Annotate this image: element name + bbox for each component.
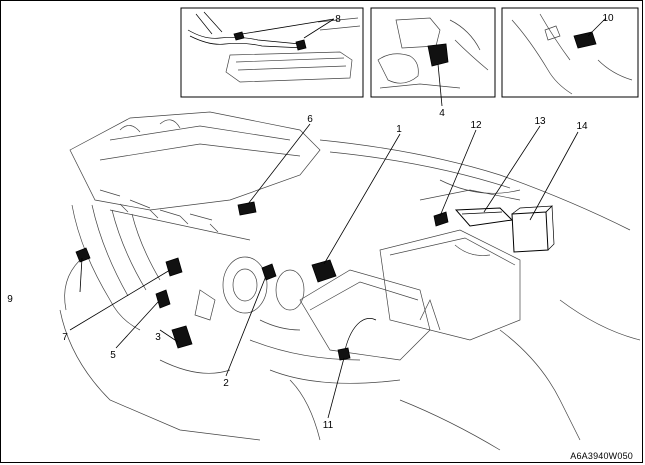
component-6-sensor <box>237 201 257 216</box>
inset-sensor-10 <box>501 7 639 98</box>
component-12-sensor <box>433 211 449 227</box>
component-13-module <box>454 207 514 227</box>
svg-text:6: 6 <box>307 114 313 125</box>
component-2-throttle-sensor <box>261 263 277 281</box>
callout-12: 12 <box>470 120 482 131</box>
callout-14: 14 <box>576 121 588 132</box>
component-3-sensor <box>171 325 193 349</box>
callout-6: 6 <box>307 114 313 125</box>
callout-1: 1 <box>396 124 402 135</box>
svg-text:9: 9 <box>7 294 13 305</box>
callout-4: 4 <box>439 108 445 119</box>
engine-block-sketch <box>59 111 321 441</box>
leader-lines <box>69 17 607 419</box>
svg-text:7: 7 <box>62 332 68 343</box>
svg-text:5: 5 <box>110 350 116 361</box>
inset-oxygen-sensor-8 <box>180 7 364 98</box>
svg-text:3: 3 <box>155 332 161 343</box>
callout-5: 5 <box>110 350 116 361</box>
callout-7: 7 <box>62 332 68 343</box>
svg-text:10: 10 <box>602 13 614 24</box>
callout-11: 11 <box>323 420 334 431</box>
svg-text:14: 14 <box>576 121 588 132</box>
svg-text:8: 8 <box>335 14 341 25</box>
callout-13: 13 <box>534 116 546 127</box>
component-1-sensor <box>311 259 337 283</box>
engine-bay-sketch <box>289 139 641 451</box>
callout-3: 3 <box>155 332 161 343</box>
component-9-sensor <box>75 247 91 263</box>
figure-reference-code: A6A3940W050 <box>570 451 633 461</box>
svg-text:12: 12 <box>470 120 482 131</box>
air-cleaner-sketch <box>249 229 521 384</box>
svg-text:11: 11 <box>323 420 334 431</box>
component-5-sensor <box>155 289 171 309</box>
callout-9: 9 <box>7 294 13 305</box>
svg-text:4: 4 <box>439 108 445 119</box>
svg-text:1: 1 <box>396 124 402 135</box>
component-7-sensor <box>165 257 183 277</box>
callout-8: 8 <box>335 14 341 25</box>
svg-text:13: 13 <box>534 116 546 127</box>
svg-text:2: 2 <box>223 378 229 389</box>
callout-10: 10 <box>602 13 614 24</box>
inset-sensor-4 <box>370 7 496 98</box>
component-11-sensor <box>337 318 377 361</box>
callout-2: 2 <box>223 378 229 389</box>
component-14-control-unit <box>511 205 555 253</box>
